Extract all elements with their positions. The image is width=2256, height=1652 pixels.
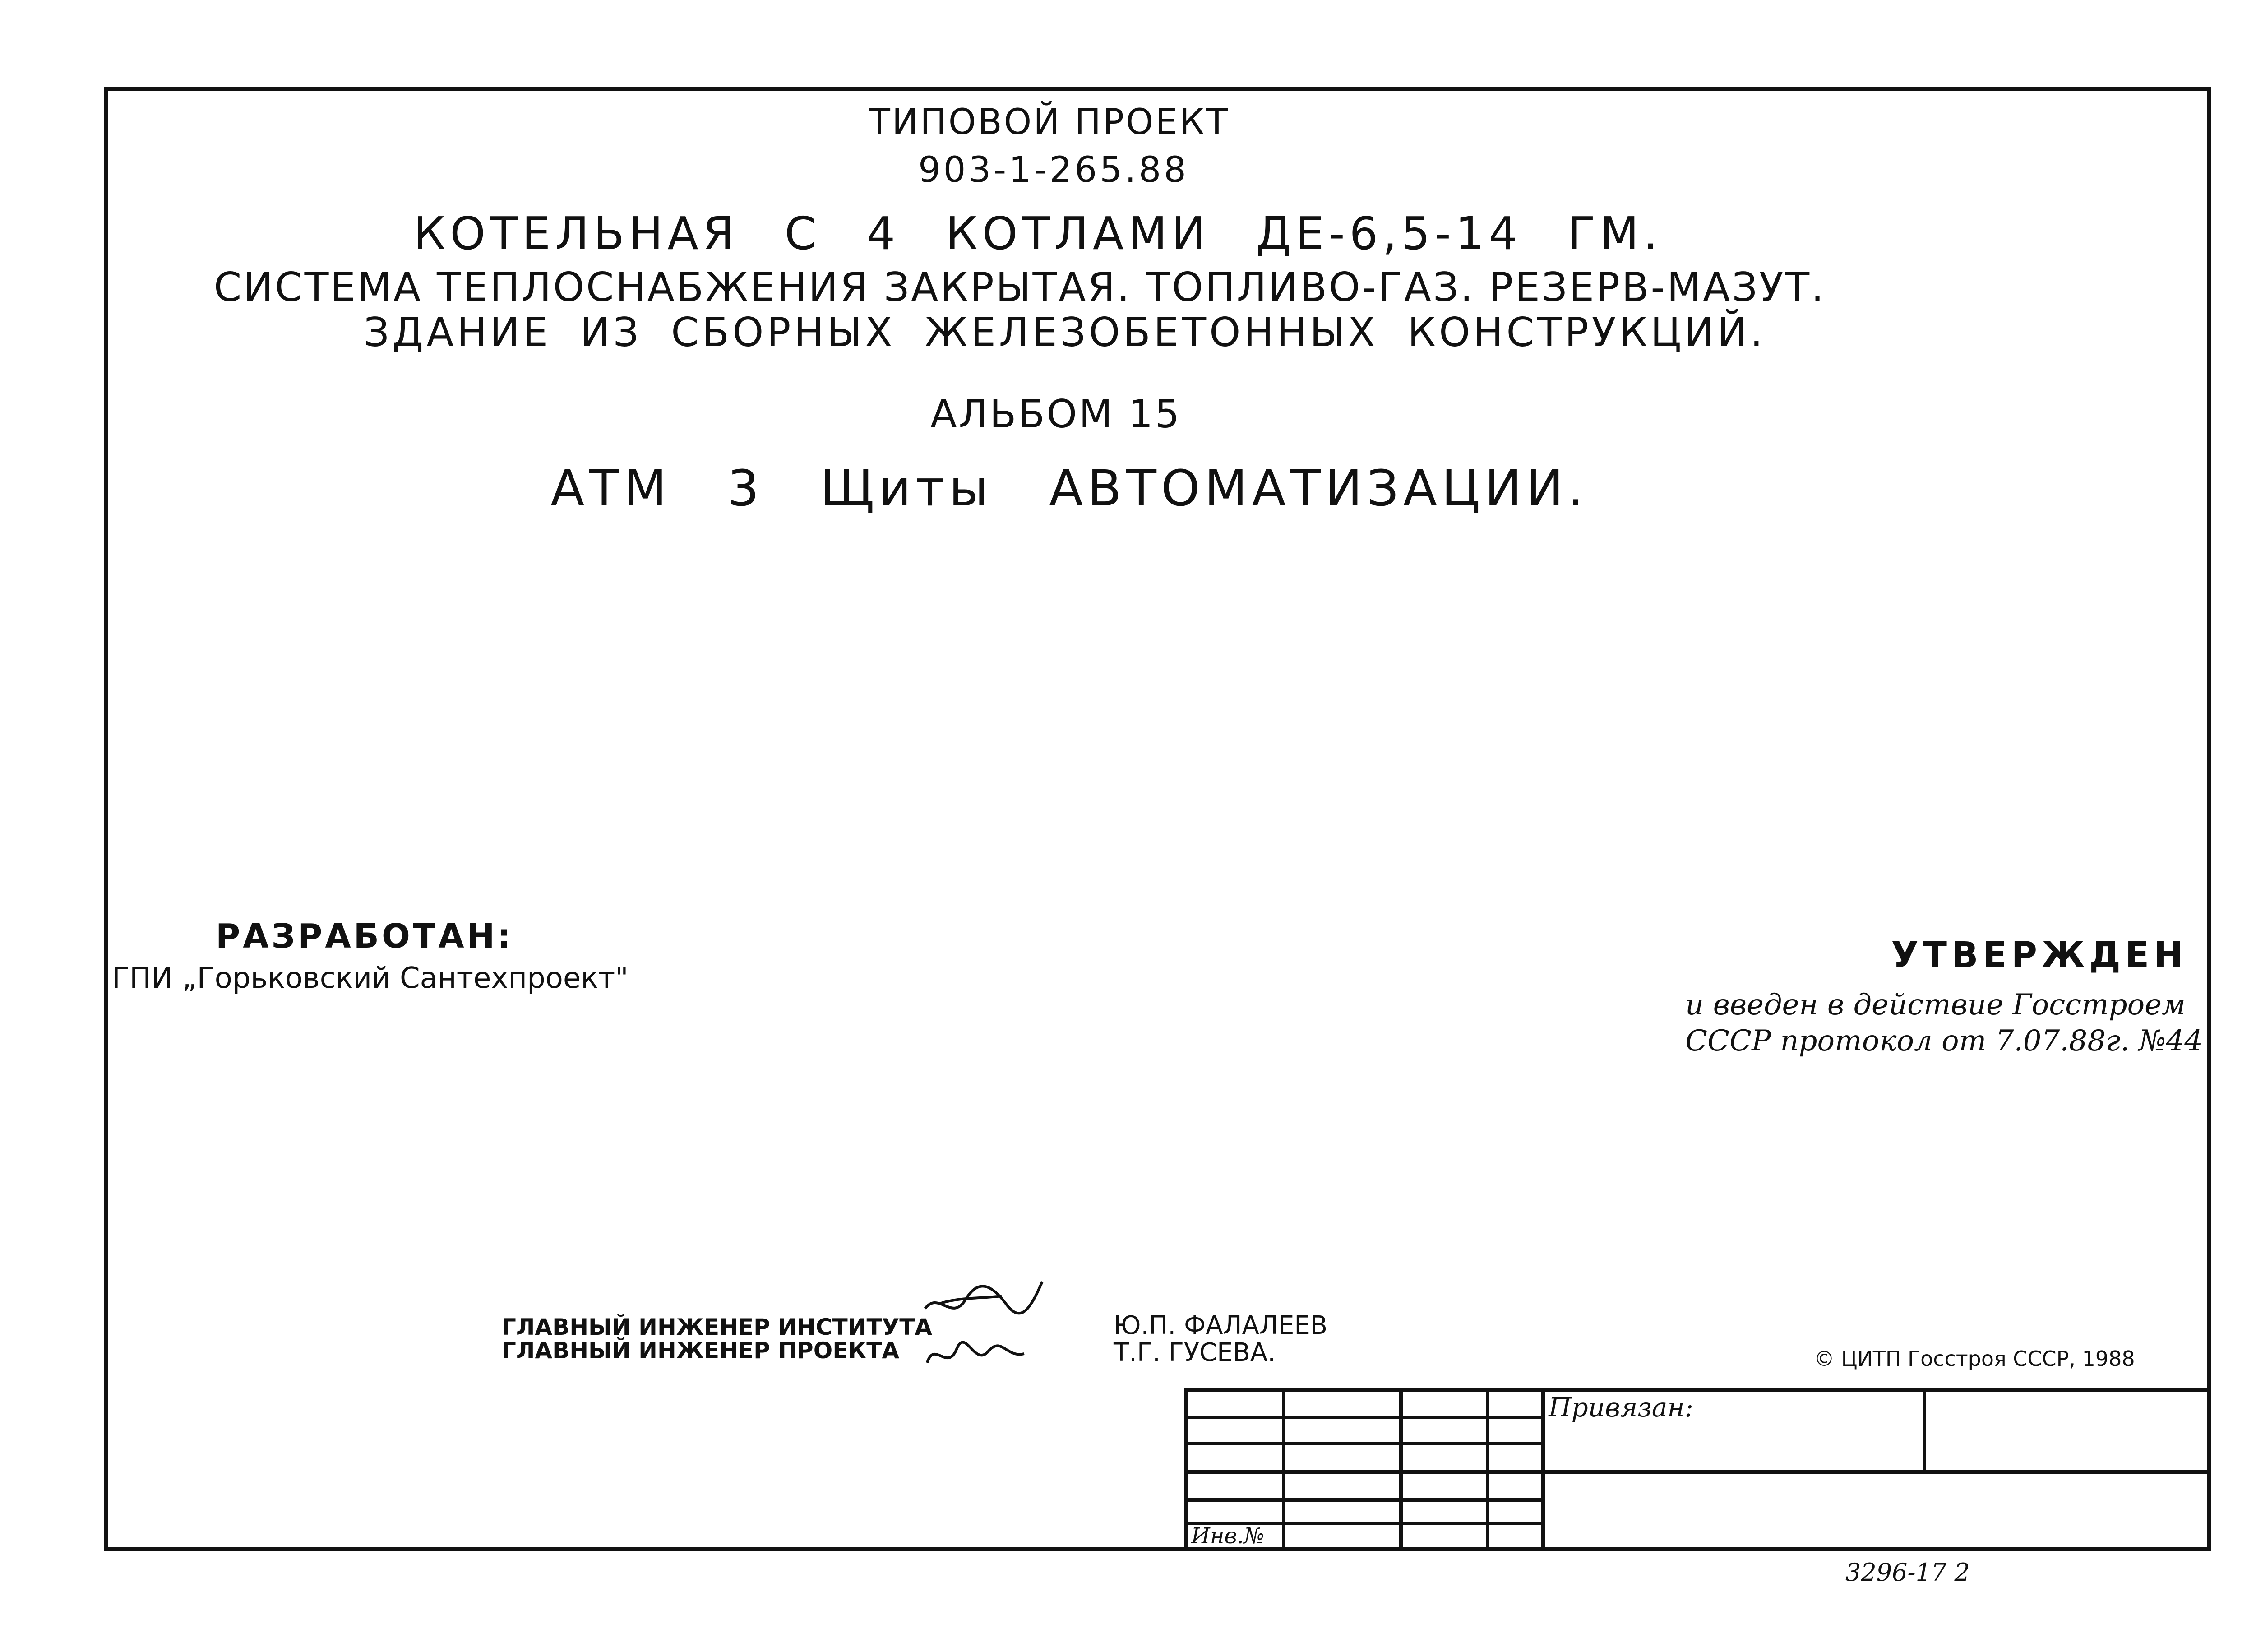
title-line-1: КОТЕЛЬНАЯ С 4 КОТЛАМИ ДЕ-6,5-14 ГМ.: [413, 207, 1662, 260]
approval-line-2: СССР протокол от 7.07.88г. №44: [1685, 1024, 2203, 1058]
section-title: АТМ 3 Щиты АВТОМАТИЗАЦИИ.: [550, 459, 1588, 517]
signature-2-image: [926, 1341, 1025, 1363]
title-block-stamp: [1184, 1388, 2211, 1551]
chief-engineer-project-name: Т.Г. ГУСЕВА.: [1114, 1338, 1276, 1367]
title-line-2: СИСТЕМА ТЕПЛОСНАБЖЕНИЯ ЗАКРЫТАЯ. ТОПЛИВО…: [213, 264, 1826, 310]
project-type: ТИПОВОЙ ПРОЕКТ: [869, 102, 1230, 143]
signature-1-image: [924, 1281, 1044, 1315]
chief-engineer-project-label: ГЛАВНЫЙ ИНЖЕНЕР ПРОЕКТА: [502, 1337, 900, 1364]
developer-organization: ГПИ „Горьковский Сантехпроект": [112, 962, 629, 995]
inventory-number-label: Инв.№: [1191, 1523, 1265, 1549]
project-number: 903-1-265.88: [918, 150, 1189, 190]
title-line-3: ЗДАНИЕ ИЗ СБОРНЫХ ЖЕЛЕЗОБЕТОННЫХ КОНСТРУ…: [364, 309, 1766, 356]
drawing-frame: [104, 87, 2211, 1551]
chief-engineer-institute-name: Ю.П. ФАЛАЛЕЕВ: [1114, 1311, 1328, 1340]
developed-by-heading: РАЗРАБОТАН:: [216, 917, 514, 956]
sheet-number: 3296-17 2: [1845, 1558, 1970, 1587]
approved-heading: УТВЕРЖДЕН: [1891, 935, 2188, 976]
approval-line-1: и введен в действие Госстроем: [1685, 988, 2186, 1022]
copyright-note: © ЦИТП Госстроя СССР, 1988: [1814, 1347, 2135, 1371]
chief-engineer-institute-label: ГЛАВНЫЙ ИНЖЕНЕР ИНСТИТУТА: [502, 1314, 933, 1340]
attached-label: Привязан:: [1549, 1392, 1694, 1423]
album-number: АЛЬБОМ 15: [930, 392, 1182, 437]
